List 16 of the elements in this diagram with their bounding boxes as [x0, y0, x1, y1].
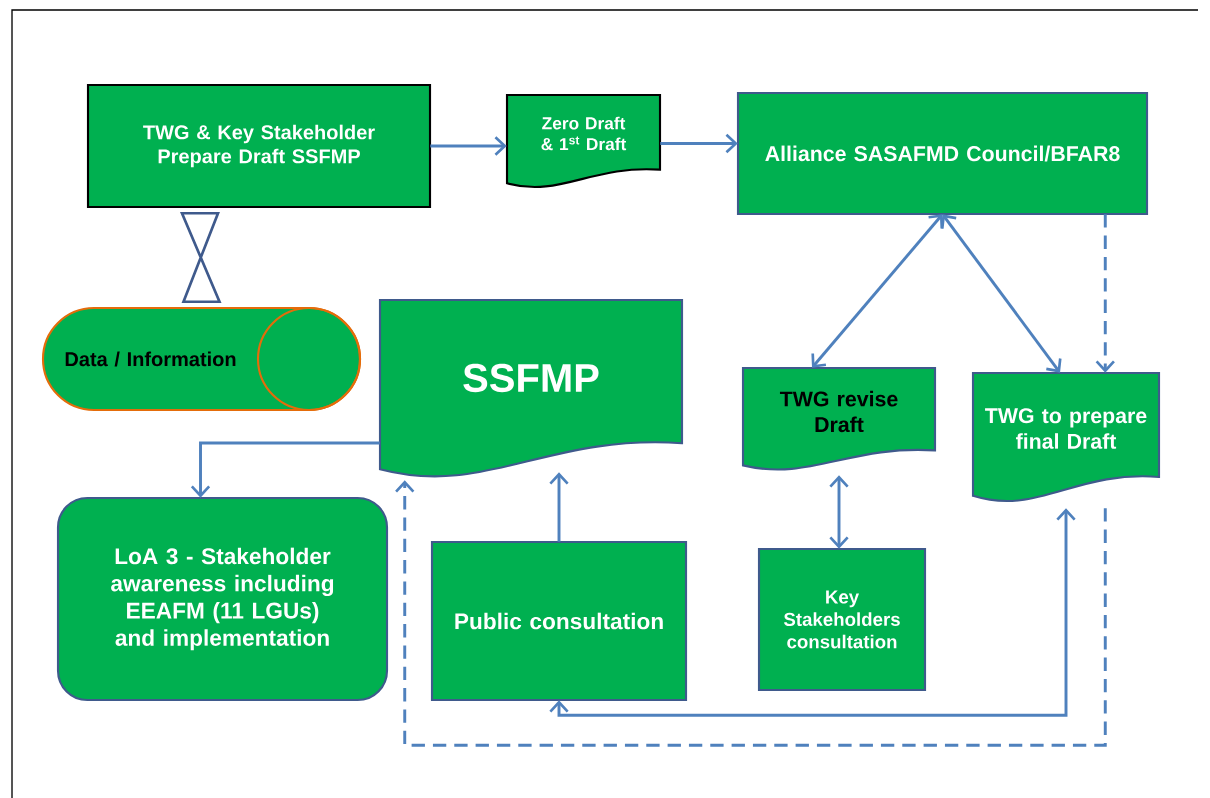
process-box: TWG & Key Stakeholder Prepare Draft SSFMP: [86, 83, 432, 209]
process-box: Alliance SASAFMD Council/BFAR8: [736, 91, 1149, 216]
double-arrow: [549, 508, 1076, 717]
double-arrow: [811, 214, 944, 368]
arrow: [190, 441, 380, 498]
process-box: Key Stakeholders consultation: [757, 547, 927, 692]
dashed-arrow: [395, 480, 1107, 747]
data-cylinder: Data / Information: [41, 306, 362, 412]
arrow: [549, 472, 569, 542]
process-box: Public consultation: [430, 540, 688, 702]
dashed-arrow: [1095, 214, 1115, 373]
arrow: [660, 133, 738, 154]
arrow: [430, 136, 507, 156]
double-arrow: [829, 475, 849, 549]
rounded-box: LoA 3 - Stakeholder awareness including EEAFM (11 LGUs) and implementation: [56, 496, 389, 702]
double-arrow: [940, 214, 1062, 373]
